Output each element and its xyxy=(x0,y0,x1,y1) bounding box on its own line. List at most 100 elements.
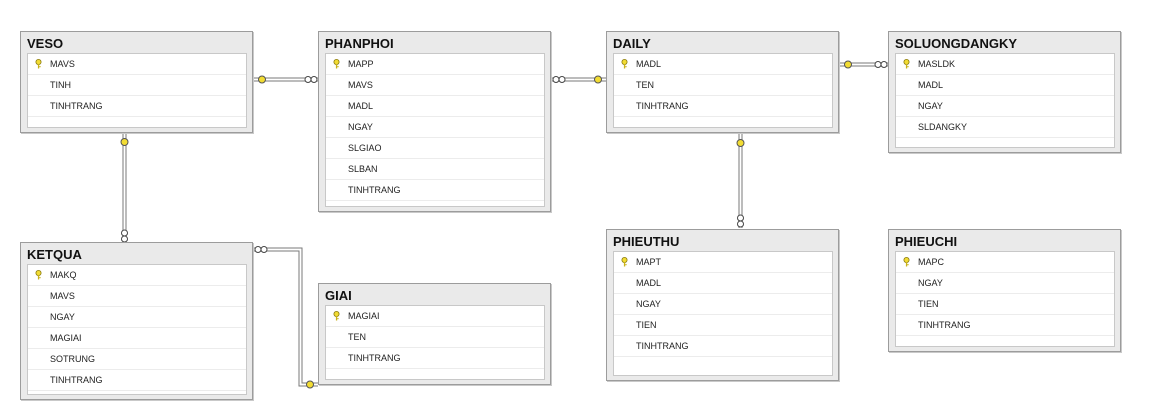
column-name: MAVS xyxy=(348,80,373,90)
table-title: DAILY xyxy=(613,36,651,51)
column-row[interactable]: MAPP xyxy=(326,54,544,75)
column-row[interactable]: MADL xyxy=(896,75,1114,96)
column-name: TINHTRANG xyxy=(50,375,103,385)
infinity-end-icon xyxy=(254,246,262,253)
table-title: KETQUA xyxy=(27,247,82,262)
key-end-icon xyxy=(306,380,314,389)
primary-key-icon xyxy=(35,270,42,280)
column-row[interactable]: MAGIAI xyxy=(326,306,544,327)
column-name: TINH xyxy=(50,80,71,90)
column-row[interactable]: MAVS xyxy=(326,75,544,96)
column-row[interactable]: NGAY xyxy=(28,307,246,328)
primary-key-icon xyxy=(333,311,340,321)
column-row[interactable]: MADL xyxy=(614,54,832,75)
relationship-daily-soluongdangky[interactable] xyxy=(838,60,888,69)
relationship-phanphoi-daily[interactable] xyxy=(550,75,606,84)
key-end-icon xyxy=(844,60,852,69)
table-veso[interactable]: VESO MAVS TINH TINHTRANG xyxy=(20,31,253,133)
column-row[interactable]: MADL xyxy=(614,273,832,294)
column-row[interactable]: MAVS xyxy=(28,286,246,307)
column-row[interactable]: MAPC xyxy=(896,252,1114,273)
key-end-icon xyxy=(258,75,266,84)
table-soluongdangky[interactable]: SOLUONGDANGKY MASLDK MADL NGAY SLDANGKY xyxy=(888,31,1121,153)
column-row[interactable]: NGAY xyxy=(896,96,1114,117)
column-row[interactable]: NGAY xyxy=(896,273,1114,294)
column-name: TINHTRANG xyxy=(50,101,103,111)
table-giai[interactable]: GIAI MAGIAI TEN TINHTRANG xyxy=(318,283,551,385)
column-row[interactable]: TINHTRANG xyxy=(614,336,832,357)
table-title: PHIEUTHU xyxy=(613,234,680,249)
column-row[interactable]: MAGIAI xyxy=(28,328,246,349)
column-row[interactable]: SLDANGKY xyxy=(896,117,1114,138)
key-end-icon xyxy=(120,138,129,146)
column-name: TEN xyxy=(636,80,654,90)
column-row[interactable]: TIEN xyxy=(614,315,832,336)
column-name: NGAY xyxy=(348,122,373,132)
column-name: TINHTRANG xyxy=(348,353,401,363)
column-name: TINHTRANG xyxy=(918,320,971,330)
infinity-end-icon xyxy=(737,214,744,222)
column-name: MADL xyxy=(348,101,374,111)
column-row[interactable]: TINHTRANG xyxy=(614,96,832,117)
relationship-veso-ketqua[interactable] xyxy=(120,132,129,243)
column-row[interactable]: TINHTRANG xyxy=(28,96,246,117)
table-daily[interactable]: DAILY MADL TEN TINHTRANG xyxy=(606,31,839,133)
column-row[interactable]: NGAY xyxy=(326,117,544,138)
table-title: PHANPHOI xyxy=(325,36,394,51)
column-row[interactable]: SLBAN xyxy=(326,159,544,180)
column-name: NGAY xyxy=(50,312,75,322)
infinity-end-icon xyxy=(874,61,882,68)
column-list: MADL TEN TINHTRANG xyxy=(613,53,833,128)
column-row[interactable]: MAKQ xyxy=(28,265,246,286)
column-name: SLBAN xyxy=(348,164,378,174)
primary-key-icon xyxy=(903,59,910,69)
column-name: MASLDK xyxy=(918,59,956,69)
column-name: NGAY xyxy=(636,299,661,309)
relationship-ketqua-giai[interactable] xyxy=(252,246,318,389)
column-row[interactable]: TINHTRANG xyxy=(28,370,246,391)
table-title: SOLUONGDANGKY xyxy=(895,36,1018,51)
table-title: VESO xyxy=(27,36,64,51)
column-row[interactable]: MADL xyxy=(326,96,544,117)
column-row[interactable]: TEN xyxy=(326,327,544,348)
infinity-end-icon xyxy=(304,76,312,83)
column-row[interactable]: SLGIAO xyxy=(326,138,544,159)
column-name: NGAY xyxy=(918,101,943,111)
relationship-veso-phanphoi[interactable] xyxy=(252,75,318,84)
table-title: PHIEUCHI xyxy=(895,234,958,249)
primary-key-icon xyxy=(333,59,340,69)
column-name: SLGIAO xyxy=(348,143,382,153)
column-name: MAVS xyxy=(50,59,75,69)
column-row[interactable]: TEN xyxy=(614,75,832,96)
column-row[interactable]: TINHTRANG xyxy=(326,180,544,201)
table-title: GIAI xyxy=(325,288,352,303)
relationship-daily-phieuthu[interactable] xyxy=(736,132,745,228)
column-name: SLDANGKY xyxy=(918,122,968,132)
column-row[interactable]: TINHTRANG xyxy=(896,315,1114,336)
column-row[interactable]: MAPT xyxy=(614,252,832,273)
primary-key-icon xyxy=(35,59,42,69)
column-row[interactable]: TINHTRANG xyxy=(326,348,544,369)
column-list: MAPP MAVS MADL NGAY SLGIAO SLBAN TINHTRANG xyxy=(325,53,545,207)
primary-key-icon xyxy=(903,257,910,267)
column-row[interactable]: MAVS xyxy=(28,54,246,75)
column-row[interactable]: MASLDK xyxy=(896,54,1114,75)
column-name: MADL xyxy=(918,80,944,90)
column-name: TIEN xyxy=(918,299,939,309)
column-row[interactable]: NGAY xyxy=(614,294,832,315)
column-row[interactable]: TIEN xyxy=(896,294,1114,315)
column-row[interactable]: TINH xyxy=(28,75,246,96)
column-row[interactable]: SOTRUNG xyxy=(28,349,246,370)
table-phanphoi[interactable]: PHANPHOI MAPP MAVS MADL NGAY SLGIAO SLBAN TINH… xyxy=(318,31,551,212)
column-name: TIEN xyxy=(636,320,657,330)
column-name: MAGIAI xyxy=(348,311,380,321)
column-name: MAVS xyxy=(50,291,75,301)
column-name: MADL xyxy=(636,59,662,69)
column-list: MAGIAI TEN TINHTRANG xyxy=(325,305,545,380)
